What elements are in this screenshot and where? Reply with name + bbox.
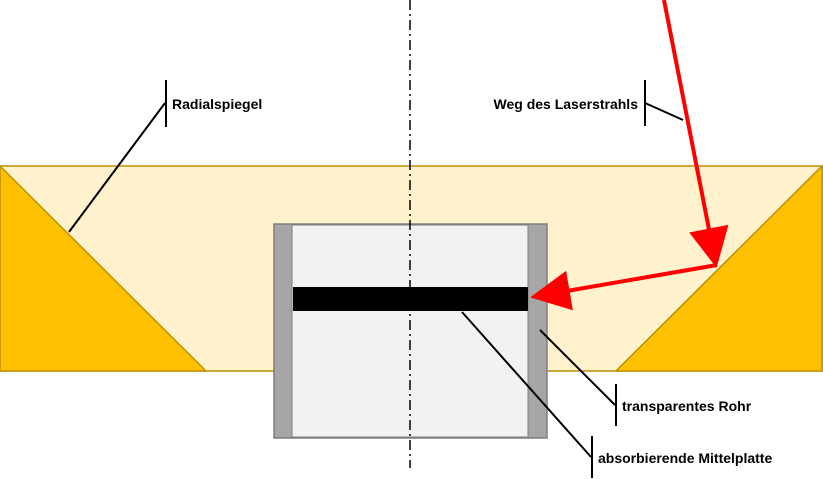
- transparent-tube-label: transparentes Rohr: [622, 398, 752, 414]
- radial-mirror-leader: [68, 80, 167, 233]
- right-radial-mirror: [614, 164, 823, 372]
- laser-beam-incoming: [662, 0, 729, 268]
- radial-mirror-label: Radialspiegel: [172, 96, 262, 112]
- laser-beam-reflected: [530, 263, 718, 311]
- transparent-tube-leader: [539, 329, 617, 426]
- laser-path-label: Weg des Laserstrahls: [494, 96, 639, 112]
- laser-path-leader: [644, 80, 684, 126]
- absorbing-plate-leader: [461, 311, 593, 478]
- left-radial-mirror: [0, 164, 208, 372]
- absorbing-plate-label: absorbierende Mittelplatte: [598, 450, 772, 466]
